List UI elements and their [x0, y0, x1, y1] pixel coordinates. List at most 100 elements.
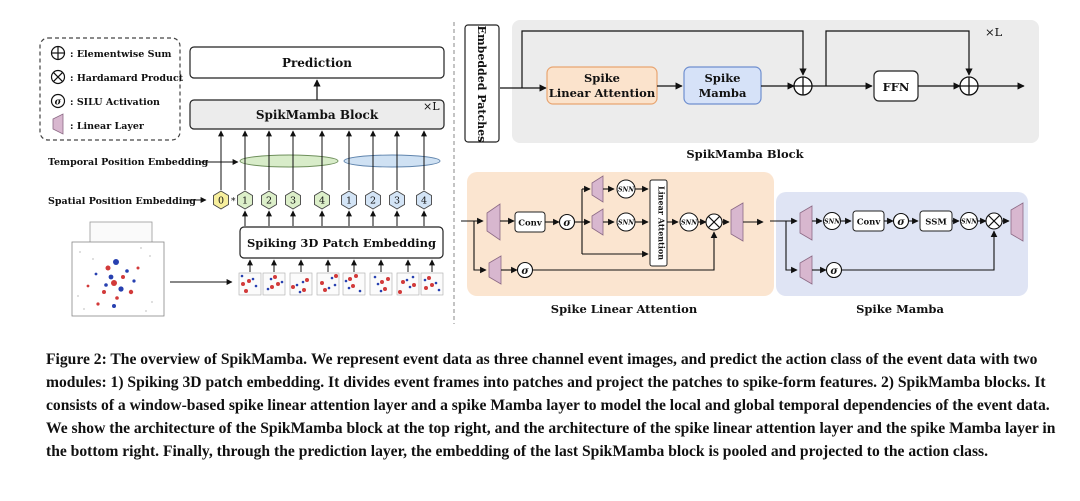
token-hex-6: [365, 190, 381, 210]
sla-sigma-glyph: σ: [563, 218, 571, 229]
token-5: 1: [341, 190, 357, 210]
residual-sum-1-icon: [793, 76, 813, 96]
mamba-gate-silu-icon: σ: [825, 261, 843, 279]
sla-q-linear-icon: [591, 175, 604, 203]
patch-4: [342, 272, 366, 296]
ffn-label: FFN: [883, 80, 910, 94]
token-label-0: 0: [218, 196, 224, 207]
block-detail-repeat: ×L: [985, 25, 1003, 39]
embedded-patches-label: Embedded Patches: [475, 26, 488, 143]
figure-caption: Figure 2: The overview of SpikMamba. We …: [46, 348, 1056, 463]
token-label-6: 2: [370, 196, 376, 207]
legend-sum-label: : Elementwise Sum: [70, 49, 171, 60]
token-label-1: 1: [242, 196, 248, 207]
legend-product-label: : Hardamard Product: [70, 73, 184, 84]
token-hex-7: [389, 190, 405, 210]
patch-6: [396, 272, 420, 296]
elementwise-sum-icon: [50, 45, 66, 61]
ssm-label: SSM: [925, 218, 947, 228]
mamba-detail-bg: [776, 192, 1028, 296]
sla-detail-title: Spike Linear Attention: [551, 302, 698, 316]
spikmamba-block-box: [189, 99, 445, 130]
mamba-detail: SNN Conv σ SSM SNN σ: [770, 192, 1028, 316]
sla-snn-out-icon: SNN: [679, 212, 699, 232]
token-label-4: 4: [319, 196, 325, 207]
token-label-8: 4: [421, 196, 427, 207]
block-detail-title: SpikMamba Block: [686, 147, 804, 161]
token-label-5: 1: [346, 196, 352, 207]
patch-1: [262, 272, 286, 296]
mamba-snn-1-icon: SNN: [823, 212, 841, 230]
mamba-detail-title: Spike Mamba: [856, 302, 944, 316]
token-label-3: 3: [290, 196, 296, 207]
sla-detail: Conv σ SNN SNN Linear Attention SNN: [461, 172, 774, 316]
mamba-in-linear-icon: [799, 205, 813, 241]
mamba-snn-1-label: SNN: [824, 219, 840, 226]
spikmamba-block-label: SpikMamba Block: [256, 108, 379, 122]
block-detail-bg: [512, 20, 1039, 143]
token-label-7: 3: [394, 196, 400, 207]
patch-5: [369, 272, 393, 296]
token-hex-8: [416, 190, 432, 210]
patch-3: [316, 272, 340, 296]
mamba-silu-icon: σ: [892, 212, 910, 230]
caption-body: We represent event data as three channel…: [46, 351, 1056, 460]
sla-k-linear-icon: [591, 208, 604, 236]
token-1: 1: [237, 190, 253, 210]
caption-head: Figure 2: The overview of SpikMamba.: [46, 351, 308, 368]
temporal-embedding-green: [239, 154, 339, 168]
prediction-label: Prediction: [282, 56, 352, 70]
token-hex-2: [261, 190, 277, 210]
token-7: 3: [389, 190, 405, 210]
mamba-gate-sigma-glyph: σ: [830, 266, 838, 277]
sla-gate-silu-icon: σ: [516, 261, 534, 279]
token-6: 2: [365, 190, 381, 210]
sla-gate-sigma-glyph: σ: [521, 266, 529, 277]
temporal-embedding-label: Temporal Position Embedding: [48, 157, 209, 168]
patch-0: [238, 272, 262, 296]
sla-snn-k-icon: SNN: [616, 212, 636, 232]
sla-in-linear-icon: [486, 203, 501, 241]
patch-embedding-box: [239, 226, 444, 259]
token-hex-1: [237, 190, 253, 210]
block-repeat-label: ×L: [423, 100, 440, 113]
residual-sum-2-icon: [959, 76, 979, 96]
sla-snn-k-label: SNN: [618, 220, 634, 227]
legend: : Elementwise Sum : Hardamard Product σ …: [39, 37, 184, 141]
hadamard-product-icon: [50, 69, 66, 85]
patch-embedding-label: Spiking 3D Patch Embedding: [247, 236, 436, 250]
token-4: 4: [314, 190, 330, 210]
token-hex-5: [341, 190, 357, 210]
mamba-out-linear-icon: [1010, 202, 1024, 242]
mamba-box-line2: Mamba: [699, 86, 747, 100]
sla-silu-icon: σ: [558, 213, 576, 231]
sla-box-line2: Linear Attention: [549, 86, 656, 100]
patch-2: [289, 272, 313, 296]
spatial-embedding-label: Spatial Position Embedding: [48, 196, 196, 207]
mamba-box-line1: Spike: [705, 71, 741, 85]
linear-layer-icon: [52, 113, 64, 135]
linear-attention-label: Linear Attention: [657, 186, 667, 260]
token-hex-3: [285, 190, 301, 210]
sla-snn-q-icon: SNN: [616, 179, 636, 199]
legend-linear-label: : Linear Layer: [70, 121, 145, 132]
left-architecture: Prediction SpikMamba Block ×L Temporal P…: [48, 46, 445, 317]
token-arrows: [218, 130, 427, 226]
mamba-gate-linear-icon: [799, 255, 813, 285]
mamba-conv-label: Conv: [857, 218, 882, 228]
token-star: *: [231, 197, 236, 207]
sla-out-linear-icon: [730, 202, 744, 242]
linear-attention-box: [649, 179, 668, 267]
silu-activation-icon: σ: [50, 93, 66, 109]
sla-gate-linear-icon: [488, 255, 502, 285]
token-2: 2: [261, 190, 277, 210]
token-hex-4: [314, 190, 330, 210]
prediction-box: [189, 46, 445, 79]
token-0: 0*: [213, 190, 236, 210]
mamba-snn-2-icon: SNN: [960, 212, 978, 230]
sla-box-line1: Spike: [584, 71, 620, 85]
mamba-sigma-glyph: σ: [897, 217, 905, 228]
legend-sigma-glyph: σ: [55, 98, 62, 108]
patch-7: [420, 272, 444, 296]
